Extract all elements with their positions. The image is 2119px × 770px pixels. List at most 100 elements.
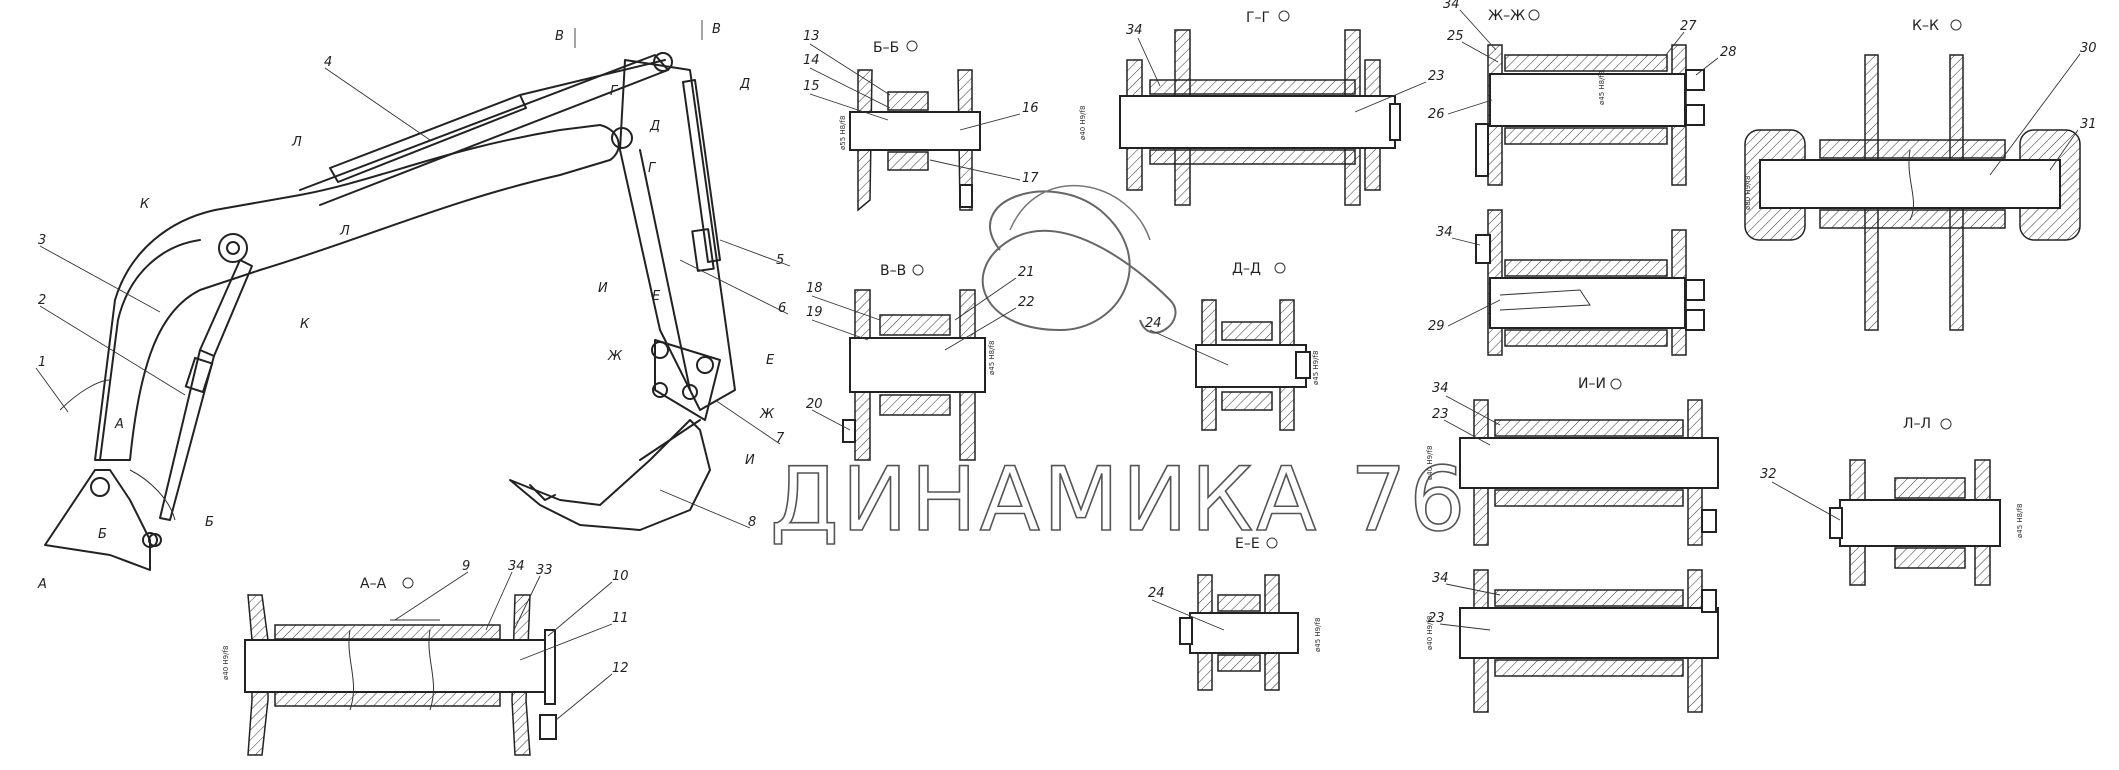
callout-6: 6 — [778, 301, 786, 316]
watermark-text: ДИНАМИКА 76 — [770, 448, 1468, 551]
callout-2: 2 — [38, 293, 46, 308]
section-ll: Л–Л ø45 H8/f8 32 — [1760, 416, 2024, 586]
cut-mark-b2: Б — [205, 515, 214, 530]
section-dd-title: Д–Д — [1232, 261, 1261, 277]
cut-mark-v: В — [555, 29, 564, 44]
section-gg-title: Г–Г — [1246, 10, 1270, 26]
section-ii-title: И–И — [1578, 376, 1606, 392]
dim-ee: ø45 H9/f8 — [1314, 618, 1322, 652]
callout-32: 32 — [1760, 467, 1777, 482]
dim-kk: ø80 H9/f8 — [1744, 176, 1752, 210]
section-aa: А–А ø40 H9/f8 9 34 33 10 11 12 — [222, 559, 629, 756]
section-gg: Г–Г ø40 H9/f8 34 23 — [1079, 10, 1445, 206]
dim-dd: ø45 H9/f8 — [1312, 351, 1320, 385]
section-ii: И–И ø40 H9/f8 34 23 ø40 H9/f8 34 23 — [1426, 376, 1719, 713]
callout-34e: 34 — [1432, 381, 1449, 396]
callout-17: 17 — [1022, 171, 1039, 186]
callout-34d: 34 — [1436, 225, 1453, 240]
callout-24b: 24 — [1148, 586, 1165, 601]
cut-mark-k: К — [140, 197, 150, 212]
callout-3: 3 — [38, 233, 46, 248]
section-vv-title: В–В — [880, 263, 906, 279]
cylinder-bucket — [682, 79, 721, 263]
callout-34f: 34 — [1432, 571, 1449, 586]
cut-mark-i2: И — [745, 453, 755, 468]
callout-27: 27 — [1680, 19, 1697, 34]
cut-mark-zh2: Ж — [759, 407, 775, 422]
callout-23b: 23 — [1432, 407, 1449, 422]
callout-4: 4 — [324, 55, 332, 70]
arm-callouts: 1 2 3 4 5 6 7 8 — [35, 55, 791, 530]
dim-aa: ø40 H9/f8 — [222, 646, 230, 680]
cylinder-boom-lift — [199, 259, 253, 357]
callout-9: 9 — [462, 559, 470, 574]
callout-34a: 34 — [508, 559, 525, 574]
section-aa-title: А–А — [360, 576, 387, 592]
callout-21: 21 — [1018, 265, 1035, 280]
callout-19: 19 — [806, 305, 823, 320]
callout-1: 1 — [38, 355, 46, 370]
dim-ll: ø45 H8/f8 — [2016, 504, 2024, 538]
boom — [94, 124, 620, 461]
section-zhzh: Ж–Ж ø45 H8/f8 34 25 26 27 28 34 29 — [1428, 0, 1737, 356]
section-kk-title: К–К — [1912, 18, 1939, 34]
excavator-arm-view — [44, 52, 736, 571]
cut-mark-d2: Д — [649, 119, 660, 134]
callout-13: 13 — [803, 29, 820, 44]
section-ee: Е–Е ø45 H9/f8 24 — [1148, 536, 1322, 691]
callout-16: 16 — [1022, 101, 1039, 116]
section-vv: В–В ø45 H8/f8 18 19 20 21 22 — [806, 263, 1035, 461]
mount-bracket — [44, 469, 151, 571]
cut-mark-zh: Ж — [607, 349, 623, 364]
cut-mark-e: Е — [652, 289, 661, 304]
callout-34c: 34 — [1443, 0, 1460, 12]
cut-mark-e2: Е — [766, 353, 775, 368]
section-kk: К–К ø80 H9/f8 30 31 — [1744, 18, 2097, 331]
callout-14: 14 — [803, 53, 820, 68]
callout-25: 25 — [1447, 29, 1464, 44]
callout-8: 8 — [748, 515, 756, 530]
cut-mark-v2: В — [712, 22, 721, 37]
callout-33: 33 — [536, 563, 553, 578]
cut-mark-g2: Г — [648, 161, 657, 176]
bucket-linkage — [654, 339, 721, 421]
callout-28: 28 — [1720, 45, 1737, 60]
dipper-arm — [619, 59, 736, 411]
section-bb-title: Б–Б — [873, 40, 899, 56]
callout-29: 29 — [1428, 319, 1445, 334]
callout-10: 10 — [612, 569, 629, 584]
callout-22: 22 — [1018, 295, 1035, 310]
section-dd: Д–Д ø45 H9/f8 24 — [1145, 261, 1320, 431]
callout-26: 26 — [1428, 107, 1445, 122]
cut-mark-g: Г — [610, 84, 619, 99]
callout-12: 12 — [612, 661, 629, 676]
callout-31: 31 — [2080, 117, 2097, 132]
section-bb: Б–Б ø55 H8/f8 13 14 15 16 17 — [803, 29, 1039, 212]
cut-mark-b: Б — [98, 527, 107, 542]
section-ll-title: Л–Л — [1903, 416, 1931, 432]
dim-gg: ø40 H9/f8 — [1079, 106, 1087, 140]
bucket — [509, 419, 711, 531]
callout-30: 30 — [2080, 41, 2097, 56]
cut-mark-l2: Л — [339, 224, 350, 239]
cut-marks: В В Д Д Г Г Л Л К К И И Е Е Ж Ж А А Б Б — [37, 20, 775, 592]
watermark-logo: ДИНАМИКА 76 — [769, 184, 1468, 552]
callout-7: 7 — [776, 431, 785, 446]
cut-mark-d: Д — [739, 77, 750, 92]
dim-zhzh: ø45 H8/f8 — [1598, 71, 1606, 105]
callout-23c: 23 — [1428, 611, 1445, 626]
dim-ii-2: ø40 H9/f8 — [1426, 616, 1434, 650]
callout-18: 18 — [806, 281, 823, 296]
callout-15: 15 — [803, 79, 820, 94]
cut-mark-l: Л — [291, 135, 302, 150]
cylinder-upper — [329, 94, 527, 183]
callout-23a: 23 — [1428, 69, 1445, 84]
callout-5: 5 — [776, 253, 784, 268]
section-ee-title: Е–Е — [1235, 536, 1260, 552]
callout-20: 20 — [806, 397, 823, 412]
callout-11: 11 — [612, 611, 629, 626]
callout-24a: 24 — [1145, 316, 1162, 331]
cut-mark-k2: К — [300, 317, 310, 332]
section-zhzh-title: Ж–Ж — [1488, 8, 1525, 24]
